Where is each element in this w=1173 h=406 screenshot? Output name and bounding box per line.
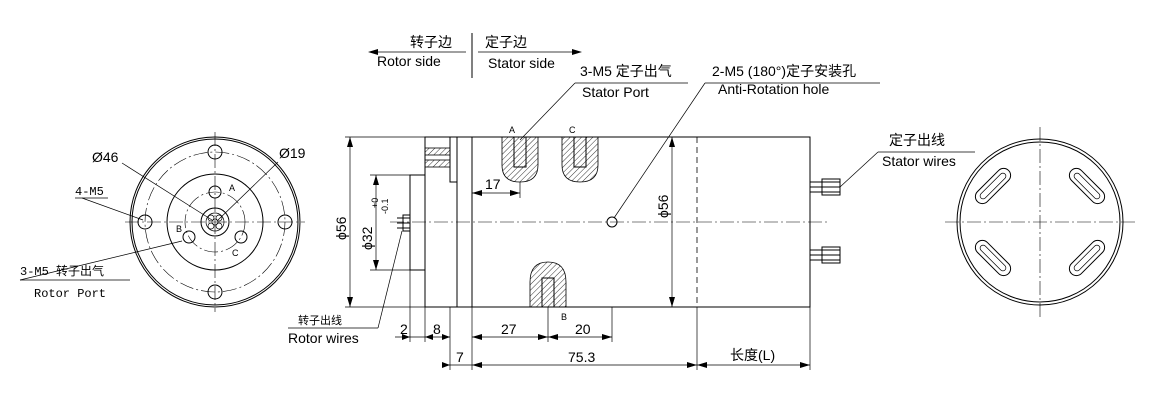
flange-step (449, 136, 458, 183)
dim17-label: 17 (485, 176, 501, 192)
length-l-label: 长度(L) (730, 347, 775, 363)
wire-exit-slot-br (1068, 239, 1106, 277)
four-m5-label: 4-M5 (75, 185, 104, 199)
dim20-label: 20 (575, 321, 591, 337)
stator-chamfer-circle (959, 141, 1121, 303)
port-label-a: A (229, 183, 235, 193)
side-port-c: C (569, 125, 576, 135)
rotor-end-view: A B C Ø46 Ø19 4-M5 3-M5 转子出气 Rotor Port (19, 132, 306, 312)
dim753-label: 75.3 (568, 349, 595, 365)
stator-port-a-bore (513, 136, 527, 168)
dia46-label: Ø46 (92, 149, 119, 165)
rotor-side-arrowhead (368, 49, 378, 55)
anti-rotation-cn: 2-M5 (180°)定子安装孔 (712, 63, 856, 79)
side-header: 转子边 Rotor side 定子边 Stator side (368, 33, 582, 78)
dim27-label: 27 (501, 321, 517, 337)
d56-left-label: ϕ56 (333, 216, 349, 240)
stator-port-c-bore (573, 136, 587, 168)
wire-exit-slot-bl (974, 239, 1012, 277)
stator-wires-upper (810, 178, 841, 196)
side-port-b: B (561, 312, 567, 322)
d32-label: ϕ32 (359, 226, 375, 250)
side-dimensions: ϕ56 ϕ32 +0 -0.1 ϕ56 17 2 (333, 136, 811, 370)
dia19-leader (217, 161, 279, 221)
port-label-b: B (176, 224, 182, 234)
stator-side-arrowhead (572, 49, 582, 55)
stator-wires-lower (810, 246, 841, 264)
stator-wires-en: Stator wires (882, 153, 956, 169)
m5-leader (81, 197, 144, 221)
wire-hole-1 (207, 214, 215, 222)
wire-exit-slot-tr (1068, 167, 1106, 205)
wire-exit-slot-tl (974, 167, 1012, 205)
dia46-leader (121, 162, 213, 221)
rotor-side-en: Rotor side (377, 53, 441, 69)
stator-port-en: Stator Port (582, 84, 649, 100)
dim2-label: 2 (400, 321, 408, 337)
flange-hole-top-1 (424, 147, 451, 156)
dim7-label: 7 (456, 349, 464, 365)
dim8-label: 8 (433, 321, 441, 337)
rotor-port-cn: 3-M5 转子出气 (20, 263, 104, 279)
stator-port-b-body (529, 261, 567, 308)
rotor-wires-cn: 转子出线 (298, 313, 342, 328)
anti-rotation-en: Anti-Rotation hole (718, 81, 830, 97)
d32-tol-lower: -0.1 (380, 198, 390, 214)
port-label-c: C (232, 248, 239, 258)
stator-side-cn: 定子边 (485, 34, 527, 50)
rotor-side-cn: 转子边 (410, 34, 452, 50)
rotor-port-c (234, 230, 248, 244)
rotor-wires-en: Rotor wires (288, 330, 359, 346)
side-view: A C B (390, 125, 841, 322)
rotor-port-en: Rotor Port (34, 287, 106, 301)
stator-port-a-body (501, 136, 539, 183)
wire-hole-4 (215, 222, 223, 230)
rotor-port-b (182, 230, 196, 244)
stator-port-cn: 3-M5 定子出气 (580, 63, 672, 79)
d56-right-label: ϕ56 (655, 194, 671, 218)
dia19-label: Ø19 (279, 145, 306, 161)
stator-port-c-body (561, 136, 599, 183)
side-port-a: A (509, 125, 515, 135)
stator-wires-cn: 定子出线 (889, 132, 945, 148)
rotor-port-leader (19, 240, 183, 281)
rotor-wires-stub (397, 214, 411, 232)
stator-end-view (945, 127, 1135, 317)
stator-side-en: Stator side (488, 55, 555, 71)
d32-tol-upper: +0 (370, 198, 380, 208)
flange-hole-top-2 (424, 159, 451, 168)
wire-hole-3 (207, 222, 215, 230)
rotor-step (409, 174, 426, 271)
side-callouts: 3-M5 定子出气 Stator Port 2-M5 (180°)定子安装孔 A… (288, 63, 975, 346)
wire-hole-2 (215, 214, 223, 222)
